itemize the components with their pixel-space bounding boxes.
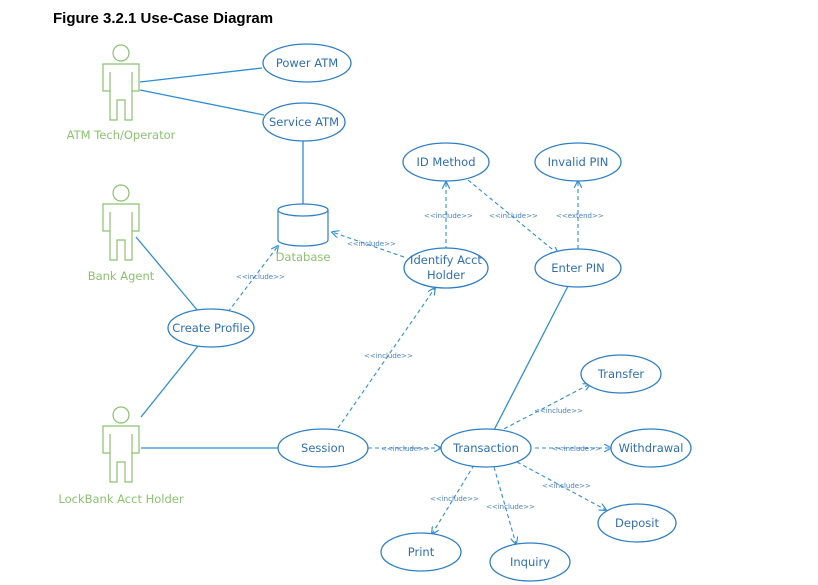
svg-text:Deposit: Deposit: [615, 516, 659, 530]
svg-text:ID Method: ID Method: [416, 155, 475, 169]
label-include-deposit: <<include>>: [542, 482, 591, 490]
label-include-identify-idmethod: <<include>>: [424, 212, 473, 220]
actor-tech: ATM Tech/Operator: [67, 44, 176, 142]
use-case-id-method: ID Method: [402, 142, 490, 182]
actor-holder-figure: [102, 406, 140, 483]
svg-text:Power ATM: Power ATM: [276, 56, 338, 70]
svg-text:Invalid PIN: Invalid PIN: [548, 155, 609, 169]
label-include-createprofile-db: <<include>>: [236, 273, 285, 281]
label-include-withdrawal: <<include>>: [552, 445, 601, 453]
label-extend-enterpin-invalid: <<extend>>: [556, 212, 604, 220]
use-case-transaction: Transaction: [440, 428, 532, 468]
database-icon: [277, 203, 329, 247]
database-node: Database: [276, 203, 331, 264]
svg-text:Identify Acct: Identify Acct: [410, 253, 482, 267]
use-case-service-atm: Service ATM: [262, 102, 346, 142]
use-case-create-profile: Create Profile: [167, 308, 255, 348]
dependency-lines: [227, 179, 611, 544]
actor-holder: LockBank Acct Holder: [58, 406, 184, 506]
svg-text:Enter PIN: Enter PIN: [551, 261, 604, 275]
use-case-power-atm: Power ATM: [262, 43, 352, 83]
svg-text:Holder: Holder: [427, 268, 465, 282]
include-transaction-transfer: [497, 384, 590, 433]
actor-agent-label: Bank Agent: [88, 269, 155, 283]
actor-holder-label: LockBank Acct Holder: [58, 492, 183, 506]
svg-text:Withdrawal: Withdrawal: [619, 441, 684, 455]
figure-title: Figure 3.2.1 Use-Case Diagram: [53, 10, 274, 27]
actor-tech-label: ATM Tech/Operator: [67, 128, 176, 142]
actor-agent: Bank Agent: [88, 184, 155, 283]
assoc-agent-createprofile: [135, 236, 199, 312]
include-session-identify: [337, 288, 435, 429]
svg-text:Transfer: Transfer: [597, 367, 645, 381]
svg-text:Create Profile: Create Profile: [172, 321, 250, 335]
svg-text:Service ATM: Service ATM: [269, 115, 339, 129]
include-transaction-inquiry: [493, 466, 516, 544]
svg-text:Print: Print: [408, 545, 435, 559]
label-include-transfer: <<include>>: [534, 407, 583, 415]
use-case-print: Print: [380, 532, 462, 572]
actor-tech-figure: [102, 44, 140, 121]
label-include-identify-db: <<include>>: [347, 240, 396, 248]
label-include-inquiry: <<include>>: [486, 503, 535, 511]
use-case-inquiry: Inquiry: [489, 542, 571, 582]
use-case-enter-pin: Enter PIN: [534, 248, 622, 288]
include-transaction-deposit: [516, 461, 606, 510]
use-case-session: Session: [277, 428, 369, 468]
actor-agent-figure: [102, 184, 140, 261]
include-identify-database: [332, 232, 405, 258]
use-case-withdrawal: Withdrawal: [610, 428, 692, 468]
assoc-enterpin-transaction: [492, 285, 569, 433]
include-idmethod-enterpin: [467, 179, 558, 254]
association-lines: [135, 67, 569, 449]
use-case-transfer: Transfer: [580, 354, 662, 394]
relation-labels: <<include>> <<include>> <<include>> <<in…: [236, 212, 604, 511]
label-include-session-transaction: <<include>>: [381, 445, 430, 453]
database-label: Database: [276, 250, 331, 264]
svg-text:Transaction: Transaction: [452, 441, 519, 455]
use-case-invalid-pin: Invalid PIN: [534, 142, 622, 182]
label-include-session-identify: <<include>>: [364, 352, 413, 360]
use-case-deposit: Deposit: [597, 503, 677, 543]
assoc-holder-createprofile: [140, 345, 199, 418]
svg-text:Inquiry: Inquiry: [510, 555, 550, 569]
assoc-tech-service: [139, 89, 265, 116]
label-include-idmethod-enterpin: <<include>>: [489, 212, 538, 220]
assoc-tech-power: [139, 67, 263, 83]
label-include-print: <<include>>: [430, 495, 479, 503]
use-case-identify-acct-holder: Identify Acct Holder: [403, 247, 489, 289]
svg-text:Session: Session: [301, 441, 345, 455]
